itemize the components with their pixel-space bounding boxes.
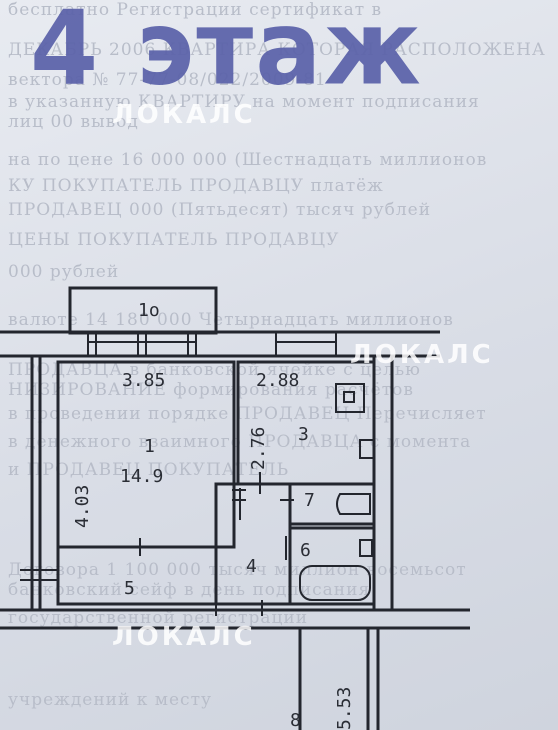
room-1-length: 4.03 [72, 485, 93, 528]
background-text-line: НИЗИРОВАНИЕ формирования расчётов [8, 380, 414, 400]
kitchen-sink [359, 439, 375, 459]
background-text-line: КУ ПОКУПАТЕЛЬ ПРОДАВЦУ платёж [8, 176, 384, 196]
background-text-line: ЦЕНЫ ПОКУПАТЕЛЬ ПРОДАВЦУ [8, 230, 340, 250]
background-text-line: ПРОДАВЦА в банковской ячейке с целью [8, 360, 421, 380]
background-text-line: бесплатно Регистрации сертификат в [8, 0, 383, 20]
background-text-line: государственной регистрации [8, 608, 309, 628]
background-text-line: в проведении порядке ПРОДАВЕЦ Перечисляе… [8, 404, 487, 424]
bathroom-outline [288, 526, 376, 606]
kitchen-number: 3 [298, 424, 309, 445]
hall-outline [214, 482, 292, 606]
corridor-outline [56, 545, 218, 606]
bathtub-fixture [299, 565, 371, 601]
background-text-line: лиц 00 вывод [8, 112, 139, 132]
floor-stamp: 4 этаж [30, 0, 423, 109]
bath-sink [359, 539, 373, 557]
background-text-line: 000 рублей [8, 262, 120, 282]
background-text-line: и ПРОДАВЕЦ ПОКУПАТЕЛЬ [8, 460, 290, 480]
watermark-middle: ЛОКАЛС [350, 340, 494, 370]
room-1-number: 1 [144, 436, 155, 457]
watermark-bottom: ЛОКАЛС [112, 622, 256, 652]
background-text-line: банковский сейф в день подписания [8, 580, 371, 600]
stair-dimension: 5.53 [334, 687, 355, 730]
background-text-line: учреждений к месту [8, 690, 212, 710]
bathroom-number: 6 [300, 540, 311, 561]
corridor-number: 5 [124, 578, 135, 599]
wc-number: 7 [304, 490, 315, 511]
room-1-area: 14.9 [120, 466, 163, 487]
hall-number: 4 [246, 556, 257, 577]
background-text-line: на по цене 16 000 000 (Шестнадцать милли… [8, 150, 488, 170]
stair-mark: 8 [290, 710, 301, 730]
toilet-fixture [336, 493, 371, 515]
watermark-top: ЛОКАЛС [112, 100, 256, 130]
stove-fixture [335, 383, 365, 413]
background-text-line: ДЕКАБРЬ 2006 КВАРТИРА КОТОРАЯ РАСПОЛОЖЕН… [8, 40, 546, 60]
background-text-line: валюте 14 180 000 Четырнадцать миллионов [8, 310, 454, 330]
balcony-number: 1о [138, 300, 160, 321]
background-text-line: в указанную КВАРТИРУ на момент подписани… [8, 92, 480, 112]
background-text-line: вектора № 77-77-08/022/2009-81 [8, 70, 327, 90]
background-text-line: ПРОДАВЕЦ 000 (Пятьдесят) тысяч рублей [8, 200, 432, 220]
wc-outline [288, 482, 376, 526]
room-1-width: 3.85 [122, 370, 165, 391]
kitchen-length: 2.76 [248, 427, 269, 470]
kitchen-width: 2.88 [256, 370, 299, 391]
